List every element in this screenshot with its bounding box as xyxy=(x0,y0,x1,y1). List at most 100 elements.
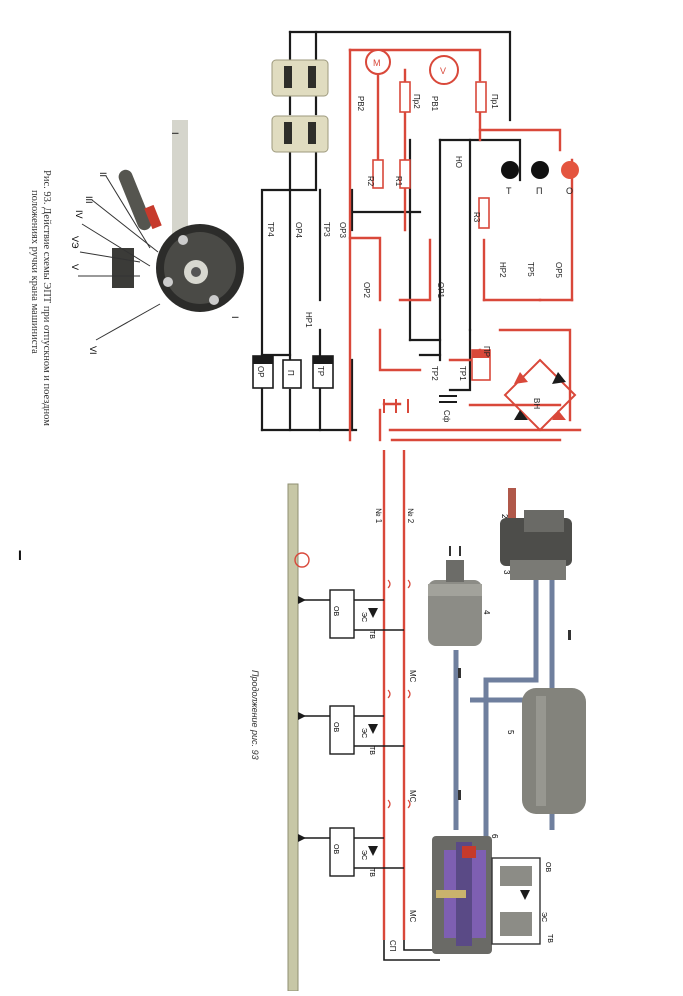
red-wiring xyxy=(348,48,582,442)
meter-v: V xyxy=(429,55,459,85)
svg-text:НР2: НР2 xyxy=(498,262,507,278)
controller-label-i-bottom: I xyxy=(230,316,240,319)
svg-text:ОВ: ОВ xyxy=(332,722,339,732)
controller-drawing: I II III IV V VЭ VI I xyxy=(70,120,244,355)
svg-text:Cф: Cф xyxy=(442,410,451,423)
lamp-t xyxy=(501,161,519,179)
svg-text:R3: R3 xyxy=(472,212,481,223)
svg-text:Пр1: Пр1 xyxy=(490,94,499,109)
svg-text:№ 2: № 2 xyxy=(406,508,415,524)
svg-text:ПР: ПР xyxy=(482,346,491,357)
svg-text:МС: МС xyxy=(408,790,417,803)
svg-text:ТР: ТР xyxy=(316,366,325,376)
capacitor xyxy=(439,395,457,403)
relay-p xyxy=(282,359,302,389)
handle-red-grip xyxy=(144,204,162,230)
svg-text:3: 3 xyxy=(502,570,511,575)
figure-caption: Рис. 93. Действие схемы ЭПТ при отпускно… xyxy=(29,170,52,426)
svg-text:ОР5: ОР5 xyxy=(554,262,563,279)
svg-text:6: 6 xyxy=(490,834,499,839)
svg-text:РВ1: РВ1 xyxy=(430,96,439,112)
controller-label-vi: VI xyxy=(88,346,98,355)
svg-text:ОР2: ОР2 xyxy=(362,282,371,299)
svg-text:№ 1: № 1 xyxy=(374,508,383,524)
continuation-label: Продолжение рис. 93 xyxy=(250,670,260,760)
svg-text:ТВ: ТВ xyxy=(368,868,375,877)
svg-text:ОВ: ОВ xyxy=(332,606,339,616)
train-line: Продолжение рис. 93 ОВ ЭС ТВ ОВ ЭС ТВ xyxy=(250,450,440,992)
svg-text:ОР4: ОР4 xyxy=(294,222,303,239)
coupling-marks xyxy=(387,579,411,809)
lamp-p xyxy=(531,161,549,179)
svg-text:R1: R1 xyxy=(394,176,403,187)
reservoir-5: 5 xyxy=(506,688,586,814)
svg-text:ЭС: ЭС xyxy=(540,912,547,922)
svg-text:П: П xyxy=(536,186,542,196)
svg-text:Т: Т xyxy=(506,186,512,196)
coupling-labels: МС МС МС СП xyxy=(388,670,417,952)
svg-text:ТР3: ТР3 xyxy=(322,222,331,237)
svg-text:НР1: НР1 xyxy=(304,312,313,328)
svg-text:ЭС: ЭС xyxy=(360,612,367,622)
contactor-blocks xyxy=(271,59,329,153)
controller-label-v: V xyxy=(70,264,80,270)
reservoir-4: 4 xyxy=(428,546,491,646)
svg-text:МС: МС xyxy=(408,670,417,683)
svg-text:ТР2: ТР2 xyxy=(430,366,439,381)
car-unit-2: ОВ ЭС ТВ xyxy=(298,705,404,755)
electric-circuit: V M Т П О xyxy=(252,30,582,524)
svg-text:ОР1: ОР1 xyxy=(436,282,445,299)
svg-text:ТВ: ТВ xyxy=(546,934,553,943)
margin-mark: I xyxy=(18,547,22,563)
svg-text:СП: СП xyxy=(388,940,397,952)
brake-line-pipe xyxy=(287,483,299,992)
svg-text:ТР4: ТР4 xyxy=(266,222,275,237)
rectifier-bridge xyxy=(503,358,577,432)
caption-line-2: положениях ручки крана машиниста xyxy=(29,190,40,354)
controller-label-iii: III xyxy=(84,196,94,204)
lamp-o xyxy=(561,161,579,179)
svg-text:ОВ: ОВ xyxy=(332,844,339,854)
svg-text:МС: МС xyxy=(408,910,417,923)
svg-text:ТВ: ТВ xyxy=(368,630,375,639)
svg-text:4: 4 xyxy=(482,610,491,615)
svg-text:2: 2 xyxy=(500,514,509,519)
caption-line-1: Рис. 93. Действие схемы ЭПТ при отпускно… xyxy=(41,170,52,426)
svg-text:ЭС: ЭС xyxy=(360,728,367,738)
svg-text:НО: НО xyxy=(454,156,463,168)
controller-handle xyxy=(118,169,152,231)
controller-label-ve: VЭ xyxy=(70,236,80,249)
car-unit-3: ОВ ЭС ТВ xyxy=(298,827,404,877)
svg-text:M: M xyxy=(373,58,381,68)
ground-symbols xyxy=(383,399,409,413)
fuse-pr2 xyxy=(399,81,411,113)
car-unit-1: ОВ ЭС ТВ xyxy=(298,589,404,639)
drivers-valve: 2 3 xyxy=(500,488,572,580)
fuse-pr1 xyxy=(475,81,487,113)
svg-text:R2: R2 xyxy=(366,176,375,187)
svg-text:ТР5: ТР5 xyxy=(526,262,535,277)
svg-text:РВ2: РВ2 xyxy=(356,96,365,112)
controller-label-ii: II xyxy=(98,172,108,177)
air-distributor: 6 ОВ ЭС ТВ xyxy=(432,834,553,954)
svg-text:ОР3: ОР3 xyxy=(338,222,347,239)
resistor-r2 xyxy=(372,159,384,189)
svg-text:V: V xyxy=(440,66,446,76)
svg-text:ТР1: ТР1 xyxy=(458,366,467,381)
controller-label-i-top: I xyxy=(170,132,180,135)
resistor-r1 xyxy=(399,159,411,189)
controller-label-iv: IV xyxy=(74,210,84,219)
relay-coils xyxy=(252,349,491,389)
pneumatic-equipment: 2 3 4 5 6 ОВ xyxy=(428,488,586,954)
svg-text:5: 5 xyxy=(506,730,515,735)
svg-text:ВН: ВН xyxy=(532,398,541,409)
svg-text:О: О xyxy=(566,186,573,196)
svg-text:Пр2: Пр2 xyxy=(412,94,421,109)
svg-text:ОР: ОР xyxy=(256,366,265,378)
resistor-r3 xyxy=(478,197,490,229)
svg-text:ЭС: ЭС xyxy=(360,850,367,860)
meter-m: M xyxy=(365,49,391,75)
svg-text:П: П xyxy=(286,370,295,376)
